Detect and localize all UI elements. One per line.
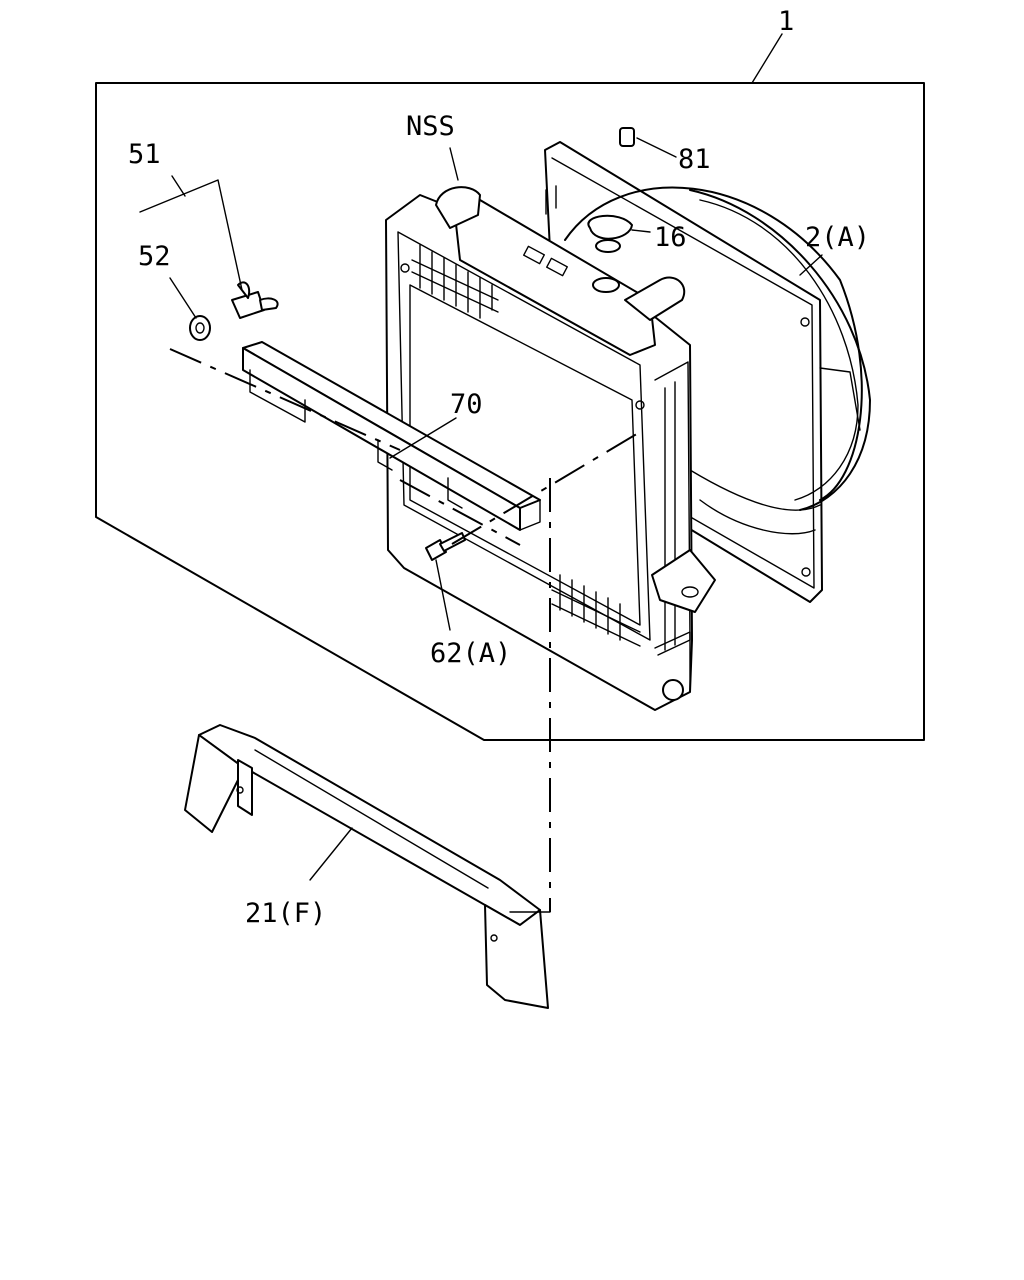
callout-2a: 2(A) (805, 222, 870, 253)
clip-81 (545, 127, 635, 215)
lower-fins (551, 574, 641, 647)
callout-70: 70 (450, 389, 483, 420)
support-21f (184, 724, 549, 1009)
callout-81: 81 (678, 144, 711, 175)
fan-shroud (544, 141, 871, 603)
callout-21f: 21(F) (245, 898, 326, 929)
assembly-lines (169, 348, 641, 913)
upper-fins (411, 244, 499, 319)
callout-62a: 62(A) (430, 638, 511, 669)
assembly-boundary (95, 33, 925, 741)
callout-nss: NSS (406, 111, 455, 142)
callout-51: 51 (128, 139, 161, 170)
callout-1: 1 (778, 6, 794, 37)
wing-bolt-51 (231, 281, 279, 319)
bolt-62a (425, 532, 466, 561)
callout-52: 52 (138, 241, 171, 272)
washer-52 (189, 315, 211, 341)
radiator (385, 186, 716, 711)
radiator-cap (587, 214, 633, 253)
leader-lines (139, 137, 823, 881)
callout-16: 16 (654, 222, 687, 253)
bracket-70 (242, 341, 541, 531)
